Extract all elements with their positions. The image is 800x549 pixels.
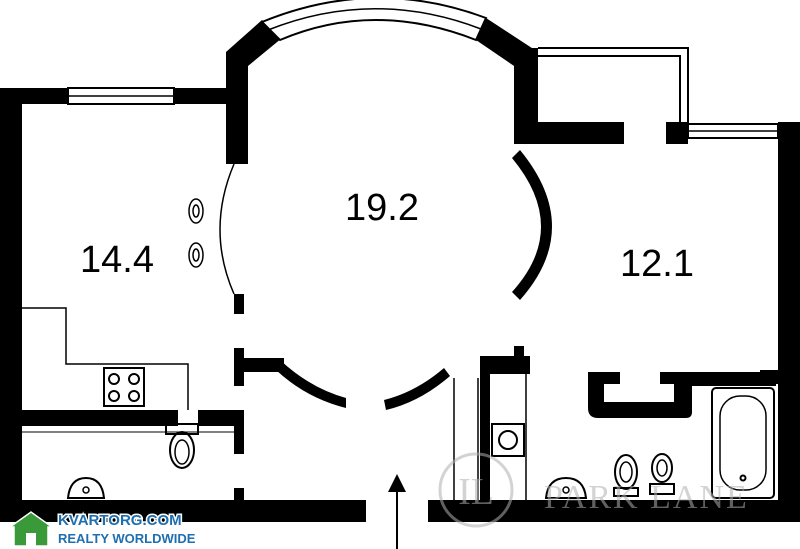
- dining-table: [219, 163, 235, 295]
- wall-bedroom-top-right: [666, 122, 688, 144]
- wall-kitchen-bath: [0, 410, 178, 426]
- wall-bedroom-stub: [514, 346, 524, 374]
- room-area-bedroom: 12.1: [620, 243, 694, 285]
- wall-bottom-right: [428, 500, 800, 522]
- toilet-bowl: [169, 431, 195, 469]
- wall-bath-niche: [588, 372, 776, 418]
- washing-machine: [491, 423, 525, 457]
- wall-bay-left-corner: [226, 20, 282, 66]
- bathtub: [711, 387, 775, 499]
- wall-bay-right-corner: [476, 18, 538, 70]
- logo-site: KVARTORG.COM: [58, 512, 182, 529]
- chair-2: [188, 242, 204, 268]
- watermark-monogram: IL: [458, 471, 494, 513]
- watermark: IL PARK LANE: [438, 452, 749, 528]
- entrance-arrow-head: [388, 474, 406, 492]
- room-area-living: 19.2: [345, 187, 419, 229]
- watermark-name: PARK LANE: [544, 479, 749, 516]
- wall-kitchen-right-stub-bottom: [234, 294, 244, 314]
- wall-left: [0, 88, 22, 520]
- wash-basin-left: [66, 476, 106, 499]
- logo-tagline: REALTY WORLDWIDE: [58, 531, 196, 546]
- wall-bedroom-top-left: [514, 122, 624, 144]
- room-area-kitchen: 14.4: [80, 239, 154, 281]
- wall-bath-left: [480, 356, 490, 500]
- bidet: [651, 453, 673, 483]
- wall-hall-stub-left: [234, 358, 284, 372]
- site-logo: KVARTORG.COM REALTY WORLDWIDE: [7, 511, 197, 548]
- chair-1: [188, 198, 204, 224]
- wall-kitchen-right-stub-top: [234, 150, 244, 164]
- wall-hall-left-c: [234, 488, 244, 500]
- wash-basin-main: [544, 476, 588, 499]
- wall-bedroom-arc: [512, 150, 552, 300]
- wall-living-left-upper: [226, 52, 248, 164]
- wall-kitchen-top-left: [0, 88, 68, 104]
- wall-hall-arc-right: [384, 368, 450, 410]
- wall-kitchen-bath-right: [198, 410, 238, 426]
- bathroom-fixtures: [544, 387, 775, 499]
- balcony: [538, 47, 689, 125]
- walls: [0, 18, 800, 522]
- wc-fixtures: [22, 423, 234, 499]
- toilet-tank: [165, 423, 199, 435]
- watermark-seal: [438, 452, 514, 528]
- hall-details: [396, 374, 527, 549]
- house-icon: [7, 511, 55, 547]
- counter-outline: [22, 307, 189, 410]
- windows: [67, 0, 779, 139]
- wall-kitchen-top-right: [174, 88, 238, 104]
- wall-hall-arc-left: [276, 360, 346, 408]
- kitchen-fixtures: [22, 163, 235, 410]
- wall-hall-left-b: [234, 410, 244, 454]
- wall-right: [778, 122, 800, 522]
- wall-bottom-left: [0, 500, 366, 522]
